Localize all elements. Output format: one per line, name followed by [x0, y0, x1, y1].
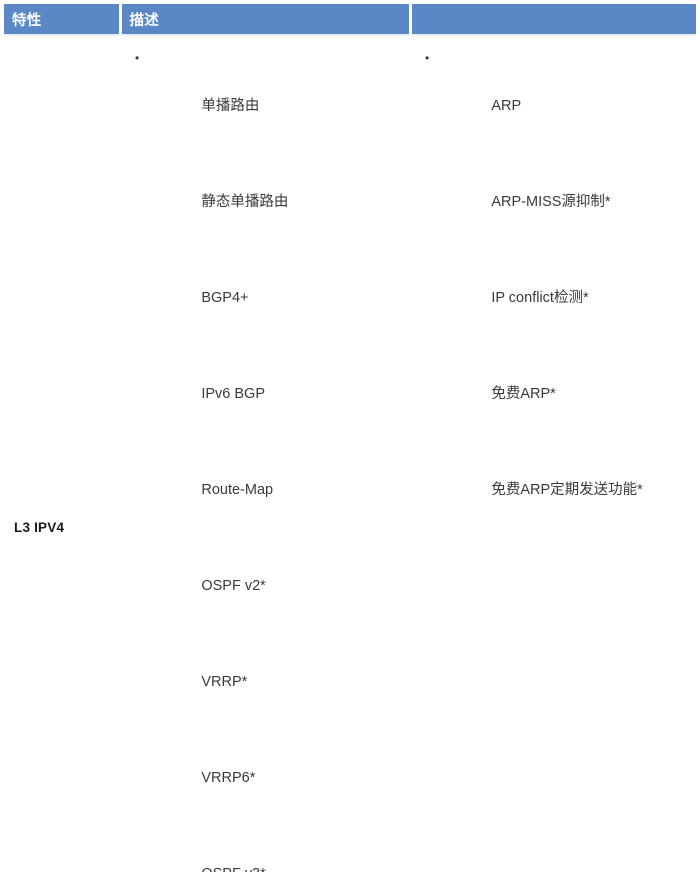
list-item-label: 静态单播路由	[201, 194, 289, 210]
table-header: 特性 描述	[4, 4, 696, 36]
list-item-label: VRRP*	[201, 674, 248, 690]
list-item: IPv6 BGP	[126, 334, 404, 430]
table-row: L3 IPV4 • 单播路由 静态单播路由 BGP4+	[4, 35, 696, 872]
list-item-label: ARP	[491, 98, 522, 114]
column-header-description: 描述	[120, 4, 412, 36]
list-item: ARP-MISS源抑制*	[416, 142, 690, 238]
list-item: BGP4+	[126, 238, 404, 334]
list-item: 免费ARP定期发送功能*	[416, 430, 690, 526]
row-extra-cell: • ARP ARP-MISS源抑制* IP conflict检测* 免费ARP*	[410, 35, 696, 872]
bullet-icon: •	[135, 51, 140, 65]
row-feature-label: L3 IPV4	[4, 35, 120, 872]
list-item: IP conflict检测*	[416, 238, 690, 334]
list-item: • ARP	[416, 46, 690, 142]
header-row: 特性 描述	[4, 4, 696, 36]
list-item-label: OSPF v3*	[201, 866, 265, 872]
list-item: OSPF v2*	[126, 526, 404, 622]
list-item: Route-Map	[126, 430, 404, 526]
list-item-label: IPv6 BGP	[201, 386, 266, 402]
list-item-label: IP conflict检测*	[491, 290, 589, 306]
specification-sheet: 特性 描述 L3 IPV4 • 单播路由 静态单播路由	[4, 4, 696, 872]
list-item: VRRP*	[126, 622, 404, 718]
list-item-label: 免费ARP定期发送功能*	[491, 482, 643, 498]
column-header-feature: 特性	[4, 4, 122, 36]
row-description-cell: • 单播路由 静态单播路由 BGP4+ IPv6 BGP	[120, 35, 410, 872]
list-item-label: OSPF v2*	[201, 578, 266, 594]
column-header-extra	[410, 4, 696, 36]
list-item-label: BGP4+	[201, 290, 249, 306]
table-body: L3 IPV4 • 单播路由 静态单播路由 BGP4+	[4, 35, 696, 872]
list-item-label: ARP-MISS源抑制*	[491, 194, 611, 210]
feature-specification-table: 特性 描述 L3 IPV4 • 单播路由 静态单播路由	[4, 4, 696, 872]
list-item-label: Route-Map	[201, 482, 274, 498]
list-item: OSPF v3*	[126, 814, 404, 872]
list-item: • 单播路由	[126, 46, 404, 142]
list-item: VRRP6*	[126, 718, 404, 814]
bullet-icon: •	[425, 51, 430, 65]
list-item: 免费ARP*	[416, 334, 690, 430]
list-item-label: VRRP6*	[201, 770, 256, 786]
list-item-label: 单播路由	[201, 98, 260, 114]
list-item: 静态单播路由	[126, 142, 404, 238]
list-item-label: 免费ARP*	[491, 386, 556, 402]
